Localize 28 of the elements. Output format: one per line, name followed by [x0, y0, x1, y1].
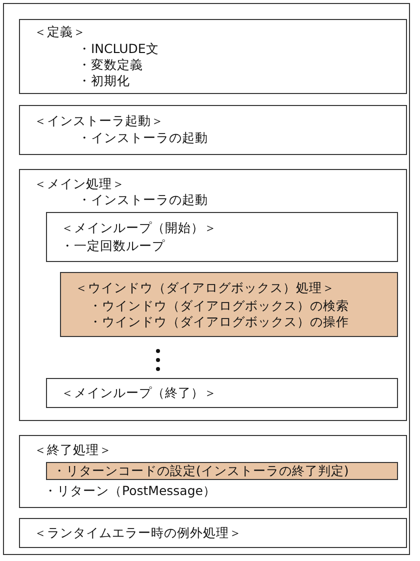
bullet-item: ・インストーラの起動 — [78, 192, 208, 208]
section-heading: ＜終了処理＞ — [34, 442, 112, 458]
bullet-item: ・ウインドウ（ダイアログボックス）の操作 — [89, 314, 349, 330]
bullet-item: ・ウインドウ（ダイアログボックス）の検索 — [89, 298, 349, 314]
loop-box — [46, 378, 398, 408]
bullet-item: ・インストーラの起動 — [78, 130, 208, 146]
section-box — [19, 518, 407, 548]
bullet-item: ・一定回数ループ — [61, 238, 165, 254]
bullet-item: ・変数定義 — [78, 57, 143, 73]
highlighted-step-box — [46, 462, 398, 480]
section-box — [19, 435, 407, 508]
highlighted-process-box — [60, 272, 398, 337]
bullet-item: ・INCLUDE文 — [78, 41, 159, 57]
section-heading: ＜メイン処理＞ — [34, 176, 125, 192]
bullet-item: ・初期化 — [78, 73, 130, 89]
loop-box — [46, 212, 398, 262]
section-box — [19, 19, 407, 94]
section-heading: ＜ウインドウ（ダイアログボックス）処理＞ — [75, 280, 335, 296]
section-heading: ＜メインループ（開始）＞ — [61, 220, 217, 236]
section-heading: ＜インストーラ起動＞ — [34, 113, 164, 129]
section-heading: ＜メインループ（終了）＞ — [61, 385, 217, 401]
section-box — [19, 169, 407, 421]
section-box — [19, 105, 407, 155]
outer-frame — [3, 3, 410, 555]
bullet-item: ・リターンコードの設定(インストーラの終了判定) — [53, 463, 349, 479]
section-heading: ＜ランタイムエラー時の例外処理＞ — [34, 525, 242, 541]
bullet-item: ・リターン（PostMessage） — [44, 483, 216, 499]
section-heading: ＜定義＞ — [34, 24, 86, 40]
